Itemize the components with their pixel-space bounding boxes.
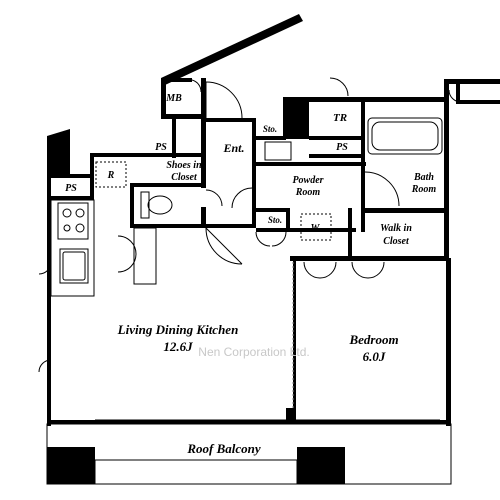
label-ldk-size: 12.6J — [163, 339, 193, 354]
fixtures — [62, 117, 443, 421]
label-shoes-closet-1: Shoes in — [166, 160, 202, 171]
label-entrance: Ent. — [222, 141, 244, 155]
label-ps-top: PS — [336, 142, 348, 153]
label-roof-balcony: Roof Balcony — [186, 441, 261, 456]
label-bedroom-name: Bedroom — [348, 332, 398, 347]
room-labels: MB Ent. Sto. TR PS PS PS Shoes in Closet… — [65, 93, 436, 456]
label-ps-side: PS — [155, 142, 167, 153]
label-bath-room-1: Bath — [413, 172, 434, 183]
label-storage-top: Sto. — [263, 124, 277, 134]
interior-walls — [50, 78, 449, 420]
doors — [38, 77, 462, 373]
outer-walls — [46, 14, 500, 485]
label-shoes-closet-2: Closet — [171, 172, 198, 183]
label-fridge: R — [107, 170, 115, 181]
label-powder-room-2: Room — [295, 187, 321, 198]
label-powder-room-1: Powder — [292, 175, 323, 186]
label-tr: TR — [333, 112, 347, 124]
label-walk-in-closet-1: Walk in — [380, 223, 412, 234]
label-ldk-name: Living Dining Kitchen — [117, 322, 239, 337]
label-washer: W — [311, 223, 321, 234]
label-mb: MB — [165, 93, 182, 104]
label-bedroom-size: 6.0J — [363, 349, 386, 364]
watermark-text: Nen Corporation Ltd. — [198, 345, 309, 359]
label-storage-mid: Sto. — [268, 215, 282, 225]
label-walk-in-closet-2: Closet — [383, 236, 410, 247]
label-bath-room-2: Room — [411, 184, 437, 195]
label-ps-left: PS — [65, 183, 77, 194]
